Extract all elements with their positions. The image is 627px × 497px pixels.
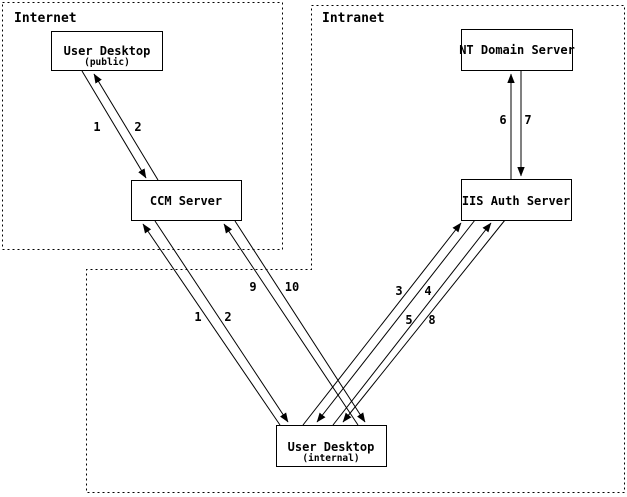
nt-domain-server-title: NT Domain Server [459,43,575,57]
flow-line-2-ccm-to-public-desktop [93,73,159,181]
intranet-zone-border [86,5,625,493]
node-nt-domain-server: NT Domain Server [459,29,575,71]
user-desktop-internal-box [276,425,387,467]
ccm-server-title: CCM Server [150,194,222,208]
flow-line-9-internal-desktop-to-ccm [223,223,359,426]
flow-line-1-public-desktop-to-ccm [81,70,147,179]
step-label-2-public: 2 [134,120,141,134]
node-iis-auth-server: IIS Auth Server [461,179,572,221]
internet-zone-label: Internet [14,11,77,26]
node-user-desktop-public: User Desktop (public) [51,31,163,71]
iis-auth-server-box [461,179,572,221]
internet-zone-border [2,2,283,250]
ccm-server-box [131,180,242,221]
step-label-2-internal: 2 [224,310,231,324]
user-desktop-internal-title: User Desktop [288,440,375,454]
flow-line-8-iis-to-internal-desktop [342,219,506,423]
nt-domain-server-box [461,29,573,71]
flow-line-5-internal-desktop-to-iis [332,222,492,426]
step-label-1-internal: 1 [194,310,201,324]
step-label-6: 6 [499,113,506,127]
user-desktop-public-title: User Desktop [64,44,151,58]
step-label-8: 8 [428,313,435,327]
step-label-9: 9 [249,280,256,294]
step-label-7: 7 [524,113,531,127]
step-label-5: 5 [405,313,412,327]
intranet-zone-label: Intranet [322,11,385,26]
iis-auth-server-title: IIS Auth Server [462,194,570,208]
node-ccm-server: CCM Server [131,180,242,221]
node-user-desktop-internal: User Desktop (internal) [276,425,387,467]
flow-line-1-internal-desktop-to-ccm [142,223,281,426]
user-desktop-internal-subtitle: (internal) [302,453,359,464]
flow-line-2-ccm-to-internal-desktop [154,220,289,423]
flow-line-10-ccm-to-internal-desktop [234,220,366,423]
step-label-1-public: 1 [93,120,100,134]
step-label-4: 4 [424,284,431,298]
flow-line-4-iis-to-internal-desktop [316,219,476,423]
user-desktop-public-subtitle: (public) [84,57,130,68]
step-label-3: 3 [395,284,402,298]
user-desktop-public-box [51,31,163,71]
step-label-10: 10 [285,280,299,294]
flow-line-3-internal-desktop-to-iis [302,222,462,426]
